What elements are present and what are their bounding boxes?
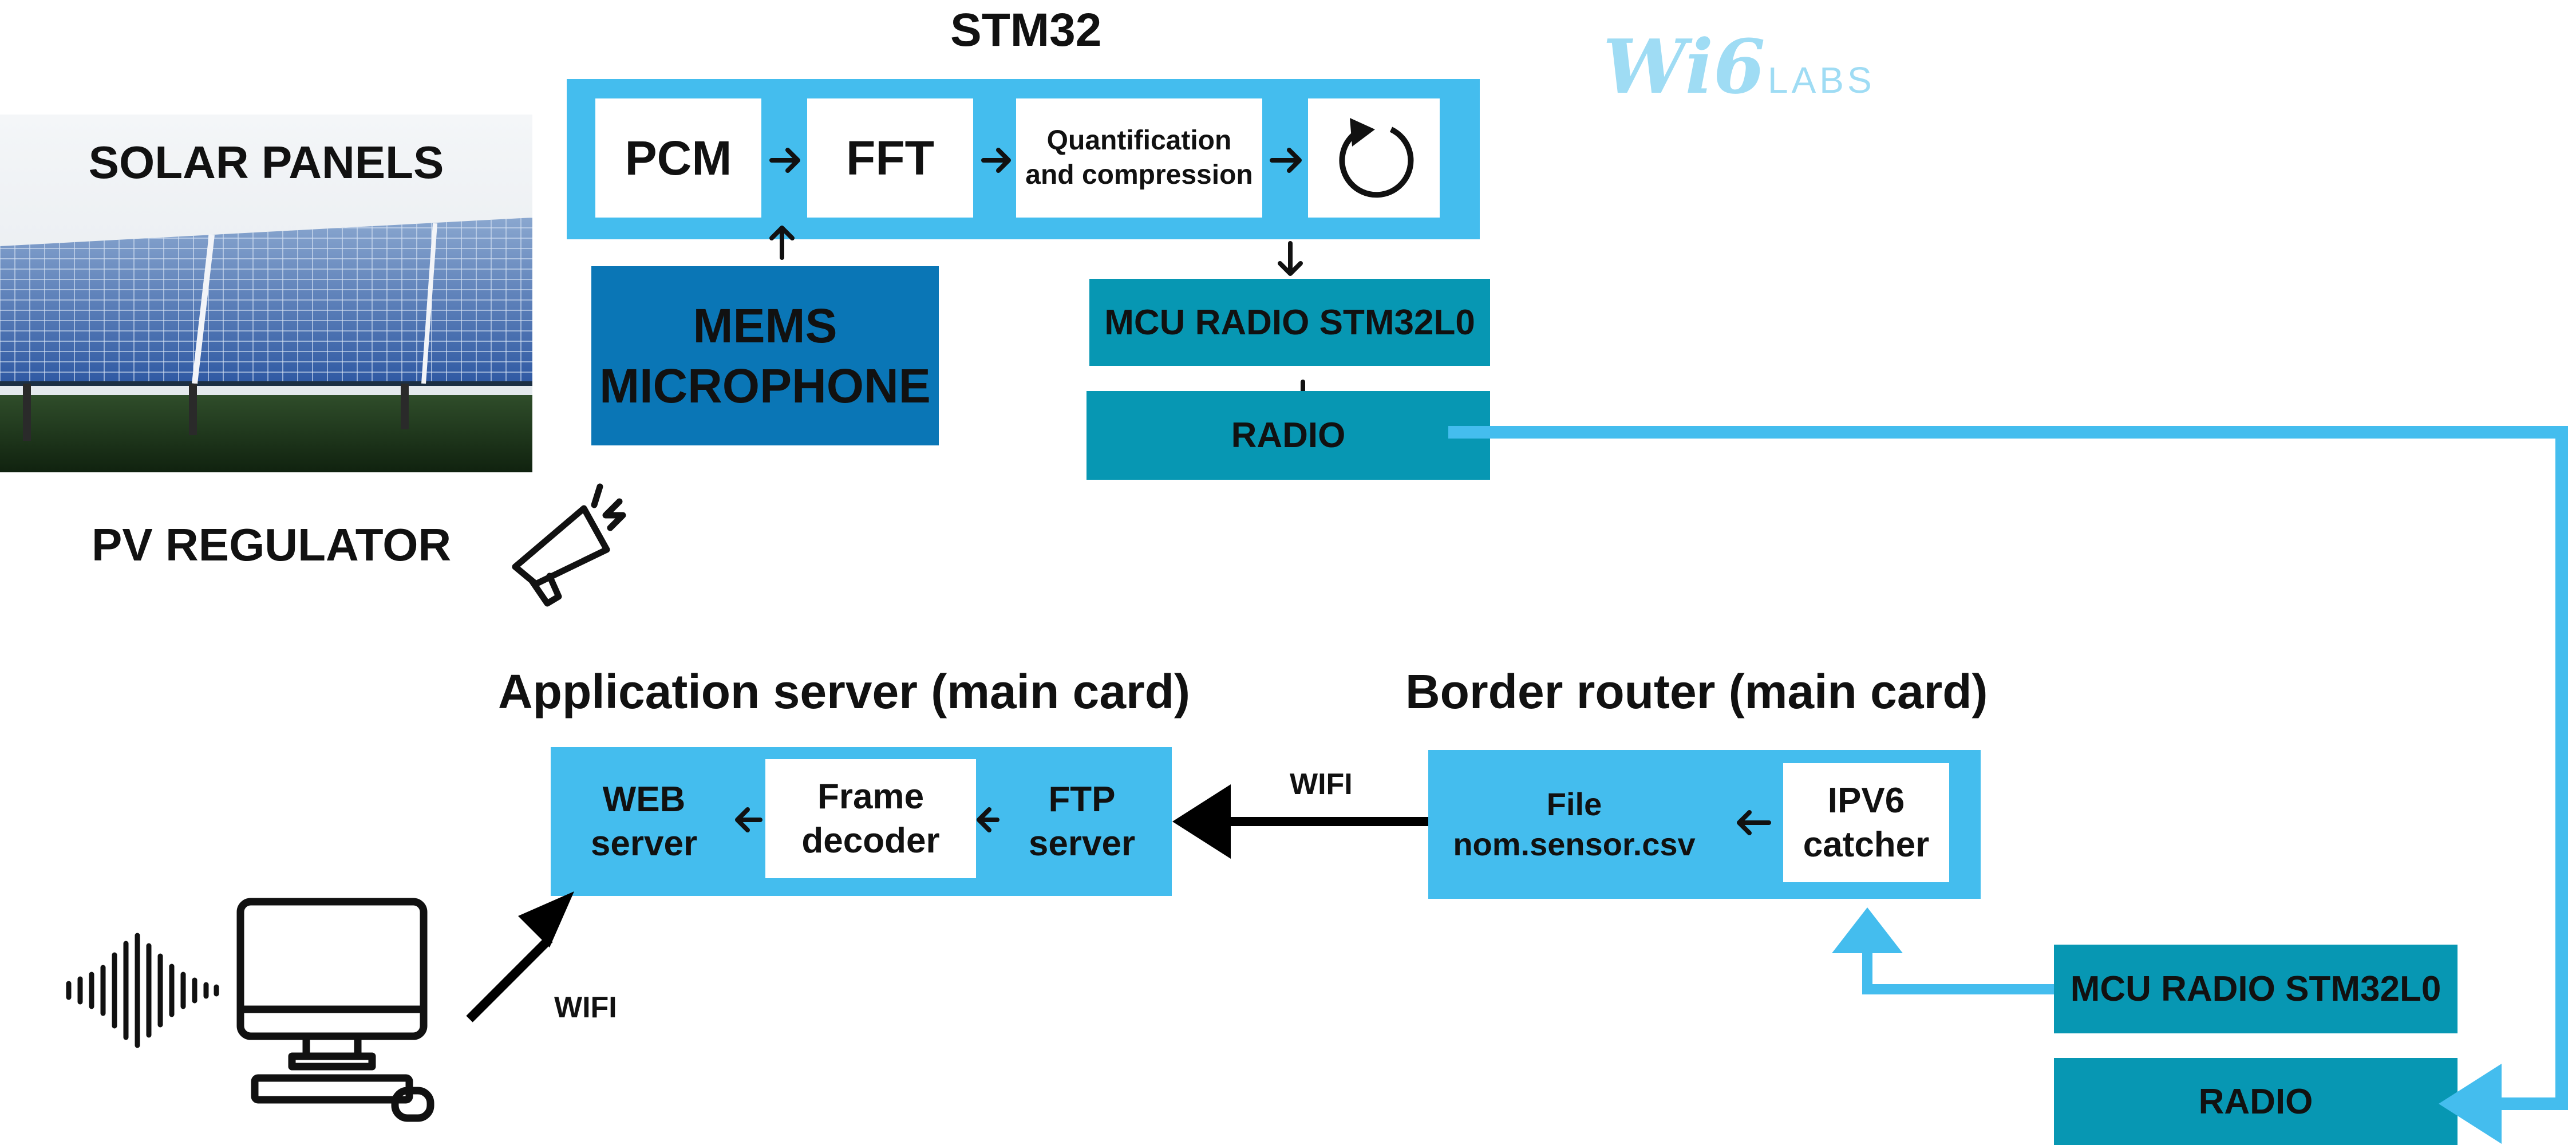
ftp-server-block: FTP server xyxy=(1008,761,1156,882)
mcu-radio-bottom-label: MCU RADIO STM32L0 xyxy=(2070,969,2441,1009)
radio-link-pipe xyxy=(1448,426,2568,1110)
ipv6-link-arrowhead xyxy=(1832,907,1903,953)
wifi-pc-label: WIFI xyxy=(554,991,617,1024)
pcm-label: PCM xyxy=(625,131,732,185)
solar-panels-label: SOLAR PANELS xyxy=(88,137,444,188)
mems-label-line1: MEMS xyxy=(693,298,837,353)
mcu-radio-bottom-block: MCU RADIO STM32L0 xyxy=(2054,945,2458,1033)
radio-link-arrowhead xyxy=(2439,1064,2502,1144)
web-server-line2: server xyxy=(590,824,698,863)
mems-label-line2: MICROPHONE xyxy=(599,358,931,413)
mcu-radio-top-label: MCU RADIO STM32L0 xyxy=(1104,302,1475,342)
fft-label: FFT xyxy=(846,131,934,185)
border-router-title: Border router (main card) xyxy=(1405,665,1988,718)
pcm-block: PCM xyxy=(595,98,761,218)
solar-panels-photo: SOLAR PANELS xyxy=(0,114,532,472)
radio-top-block: RADIO xyxy=(1086,391,1490,480)
frame-decoder-line2: decoder xyxy=(801,821,940,860)
quantification-label-line1: Quantification xyxy=(1046,125,1232,156)
file-line2: nom.sensor.csv xyxy=(1453,826,1696,862)
computer-icon xyxy=(236,898,434,1122)
file-block: File nom.sensor.csv xyxy=(1443,767,1706,882)
wi6labs-logo: Wi6 LABS xyxy=(1603,23,1875,110)
web-server-block: WEB server xyxy=(564,761,724,882)
pv-regulator-label: PV REGULATOR xyxy=(92,519,452,570)
ftp-server-line1: FTP xyxy=(1048,779,1116,819)
wifi-router-arrowhead xyxy=(1172,784,1231,859)
mcu-radio-top-block: MCU RADIO STM32L0 xyxy=(1089,279,1490,366)
web-server-line1: WEB xyxy=(602,779,686,819)
frame-decoder-line1: Frame xyxy=(817,776,924,816)
solar-panel-illustration xyxy=(0,114,532,472)
quantification-block: Quantification and compression xyxy=(1016,98,1262,218)
ipv6-line1: IPV6 xyxy=(1827,780,1905,820)
radio-top-label: RADIO xyxy=(1231,416,1346,455)
logo-subtext: LABS xyxy=(1768,60,1875,101)
refresh-icon xyxy=(1339,118,1414,198)
soundwave-icon xyxy=(66,933,219,1048)
file-line1: File xyxy=(1546,786,1602,822)
loop-block xyxy=(1308,98,1440,218)
application-server-title: Application server (main card) xyxy=(498,665,1191,718)
megaphone-icon xyxy=(512,483,626,607)
ipv6-line2: catcher xyxy=(1803,825,1930,864)
ftp-server-line2: server xyxy=(1028,824,1136,863)
wifi-router-label: WIFI xyxy=(1290,768,1353,801)
quantification-label-line2: and compression xyxy=(1025,160,1253,190)
wifi-pc-arrowhead xyxy=(518,891,574,947)
radio-bottom-block: RADIO xyxy=(2054,1058,2458,1145)
radio-bottom-label: RADIO xyxy=(2198,1081,2313,1122)
stm32-title: STM32 xyxy=(950,4,1102,56)
frame-decoder-block: Frame decoder xyxy=(765,759,976,878)
logo-text: Wi6 xyxy=(1603,23,1765,110)
fft-block: FFT xyxy=(807,98,973,218)
mems-microphone-block: MEMS MICROPHONE xyxy=(591,266,939,445)
ipv6-catcher-block: IPV6 catcher xyxy=(1783,763,1949,882)
